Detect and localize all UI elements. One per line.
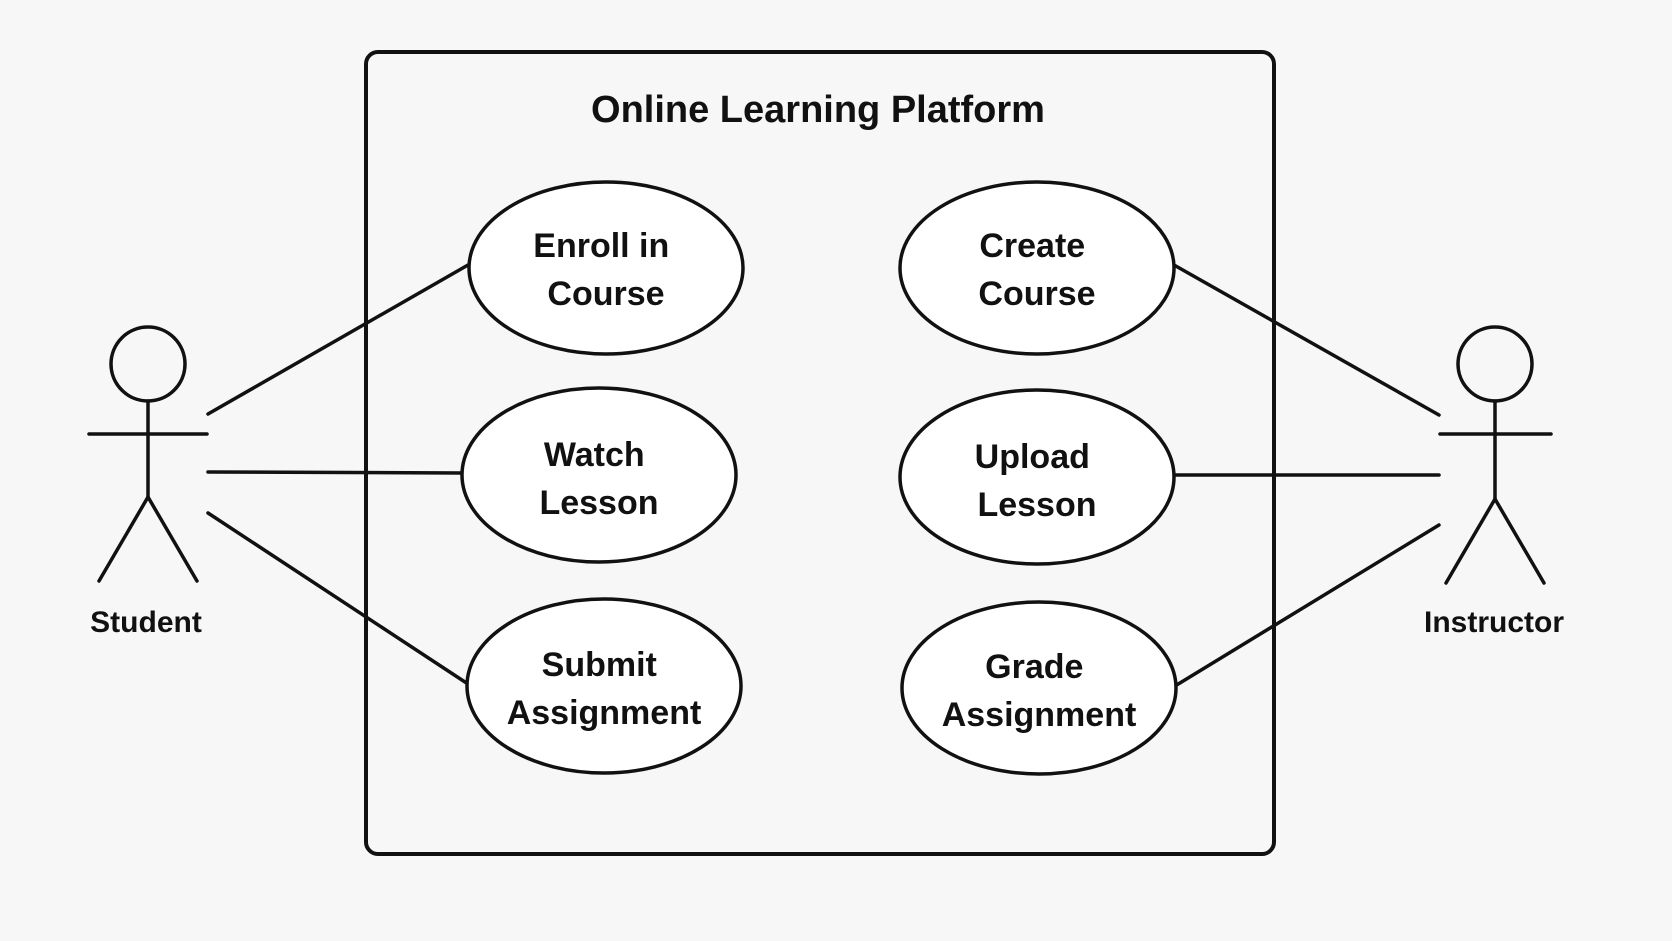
use-case-create-course[interactable]: Create Course	[898, 180, 1176, 356]
svg-text:Upload Lesson: Upload Lesson	[975, 438, 1100, 524]
use-case-label-line: Lesson	[539, 484, 658, 522]
use-case-label-line: Course	[978, 275, 1095, 313]
use-case-enroll-in-course[interactable]: Enroll in Course	[467, 180, 745, 356]
use-case-upload-lesson[interactable]: Upload Lesson	[898, 388, 1176, 566]
actor-student[interactable]: Student	[87, 325, 209, 639]
stick-figure-icon	[1438, 325, 1553, 585]
association-student-submit	[206, 511, 470, 686]
svg-text:Create Course: Create Course	[978, 227, 1095, 313]
associations	[206, 263, 1441, 688]
actor-instructor[interactable]: Instructor	[1424, 325, 1564, 639]
use-case-label-line: Watch	[544, 436, 645, 474]
use-case-label-line: Submit	[542, 646, 657, 684]
use-case-label-line: Assignment	[942, 696, 1137, 734]
use-case-label-line: Enroll in	[533, 227, 669, 265]
actor-label: Student	[90, 606, 202, 639]
use-case-label-line: Grade	[985, 648, 1083, 686]
use-case-label-line: Course	[547, 275, 664, 313]
svg-text:Enroll in Course: Enroll in Course	[533, 227, 678, 313]
svg-text:Watch Lesson: Watch Lesson	[539, 436, 658, 522]
association-instructor-grade	[1173, 523, 1441, 688]
use-case-label-line: Assignment	[507, 694, 702, 732]
stick-figure-icon	[87, 325, 209, 583]
use-case-watch-lesson[interactable]: Watch Lesson	[460, 386, 738, 564]
system-boundary	[364, 50, 1276, 856]
actor-label: Instructor	[1424, 606, 1564, 639]
use-case-label-line: Upload	[975, 438, 1090, 476]
use-case-label-line: Lesson	[977, 486, 1096, 524]
association-student-enroll	[206, 263, 470, 416]
svg-text:Grade Assignment: Grade Assignment	[942, 648, 1137, 734]
association-student-watch	[206, 470, 464, 475]
svg-text:Submit Assignment: Submit Assignment	[507, 646, 702, 732]
system-title: Online Learning Platform	[591, 89, 1045, 131]
association-instructor-create	[1172, 263, 1441, 417]
use-case-submit-assignment[interactable]: Submit Assignment	[465, 597, 743, 775]
use-case-grade-assignment[interactable]: Grade Assignment	[900, 600, 1178, 776]
use-case-label-line: Create	[979, 227, 1085, 265]
